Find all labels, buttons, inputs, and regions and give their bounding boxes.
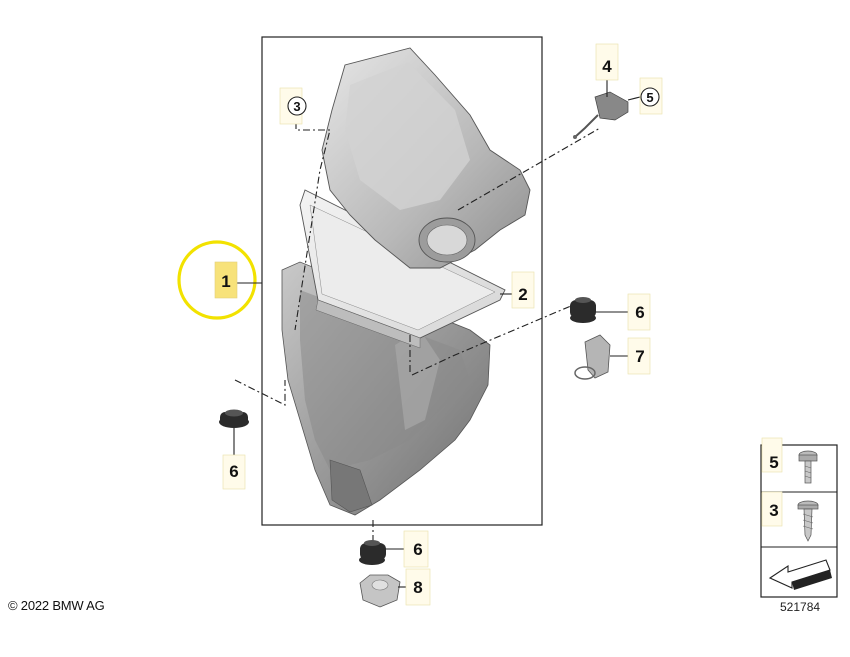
callout-2-label: 2 bbox=[518, 285, 527, 304]
clip-part bbox=[359, 574, 401, 608]
fastener-legend: 5 3 bbox=[760, 437, 838, 598]
callout-1: 1 bbox=[214, 261, 238, 299]
callout-leaders bbox=[233, 78, 641, 588]
screw-icon bbox=[797, 500, 819, 542]
callout-1-label: 1 bbox=[221, 272, 230, 291]
upper-lid bbox=[321, 47, 531, 269]
filter-element bbox=[299, 189, 506, 349]
callout-6-bottom-label: 6 bbox=[413, 540, 422, 559]
highlight-ring bbox=[177, 240, 257, 320]
bracket-part bbox=[574, 334, 611, 380]
callout-4: 4 bbox=[595, 43, 619, 81]
copyright-notice: © 2022 BMW AG bbox=[8, 598, 105, 613]
callout-6-right-label: 6 bbox=[635, 303, 644, 322]
callout-6-left-label: 6 bbox=[229, 462, 238, 481]
callout-3-label: 3 bbox=[293, 99, 300, 114]
arrow-icon bbox=[768, 559, 832, 590]
grommet-left bbox=[219, 409, 249, 428]
sensor-part bbox=[573, 91, 629, 139]
callout-4-label: 4 bbox=[602, 57, 612, 76]
grommet-right bbox=[570, 297, 596, 323]
callout-3: 3 bbox=[279, 87, 307, 125]
bolt-icon bbox=[798, 450, 818, 484]
callout-7-label: 7 bbox=[635, 347, 644, 366]
callout-8-label: 8 bbox=[413, 578, 422, 597]
legend-item-5-label: 5 bbox=[769, 453, 778, 472]
assembly-frame bbox=[261, 36, 543, 526]
diagram-reference-number: 521784 bbox=[780, 600, 821, 614]
callout-7: 7 bbox=[627, 337, 651, 375]
grommet-bottom bbox=[359, 540, 386, 565]
callout-5: 5 bbox=[639, 77, 663, 115]
callout-8: 8 bbox=[405, 568, 431, 606]
callout-6-right: 6 bbox=[627, 293, 651, 331]
callout-6-bottom: 6 bbox=[403, 530, 429, 568]
callout-6-left: 6 bbox=[222, 454, 246, 490]
callout-5-label: 5 bbox=[646, 90, 653, 105]
legend-item-3-label: 3 bbox=[769, 501, 778, 520]
callout-2: 2 bbox=[511, 271, 535, 309]
